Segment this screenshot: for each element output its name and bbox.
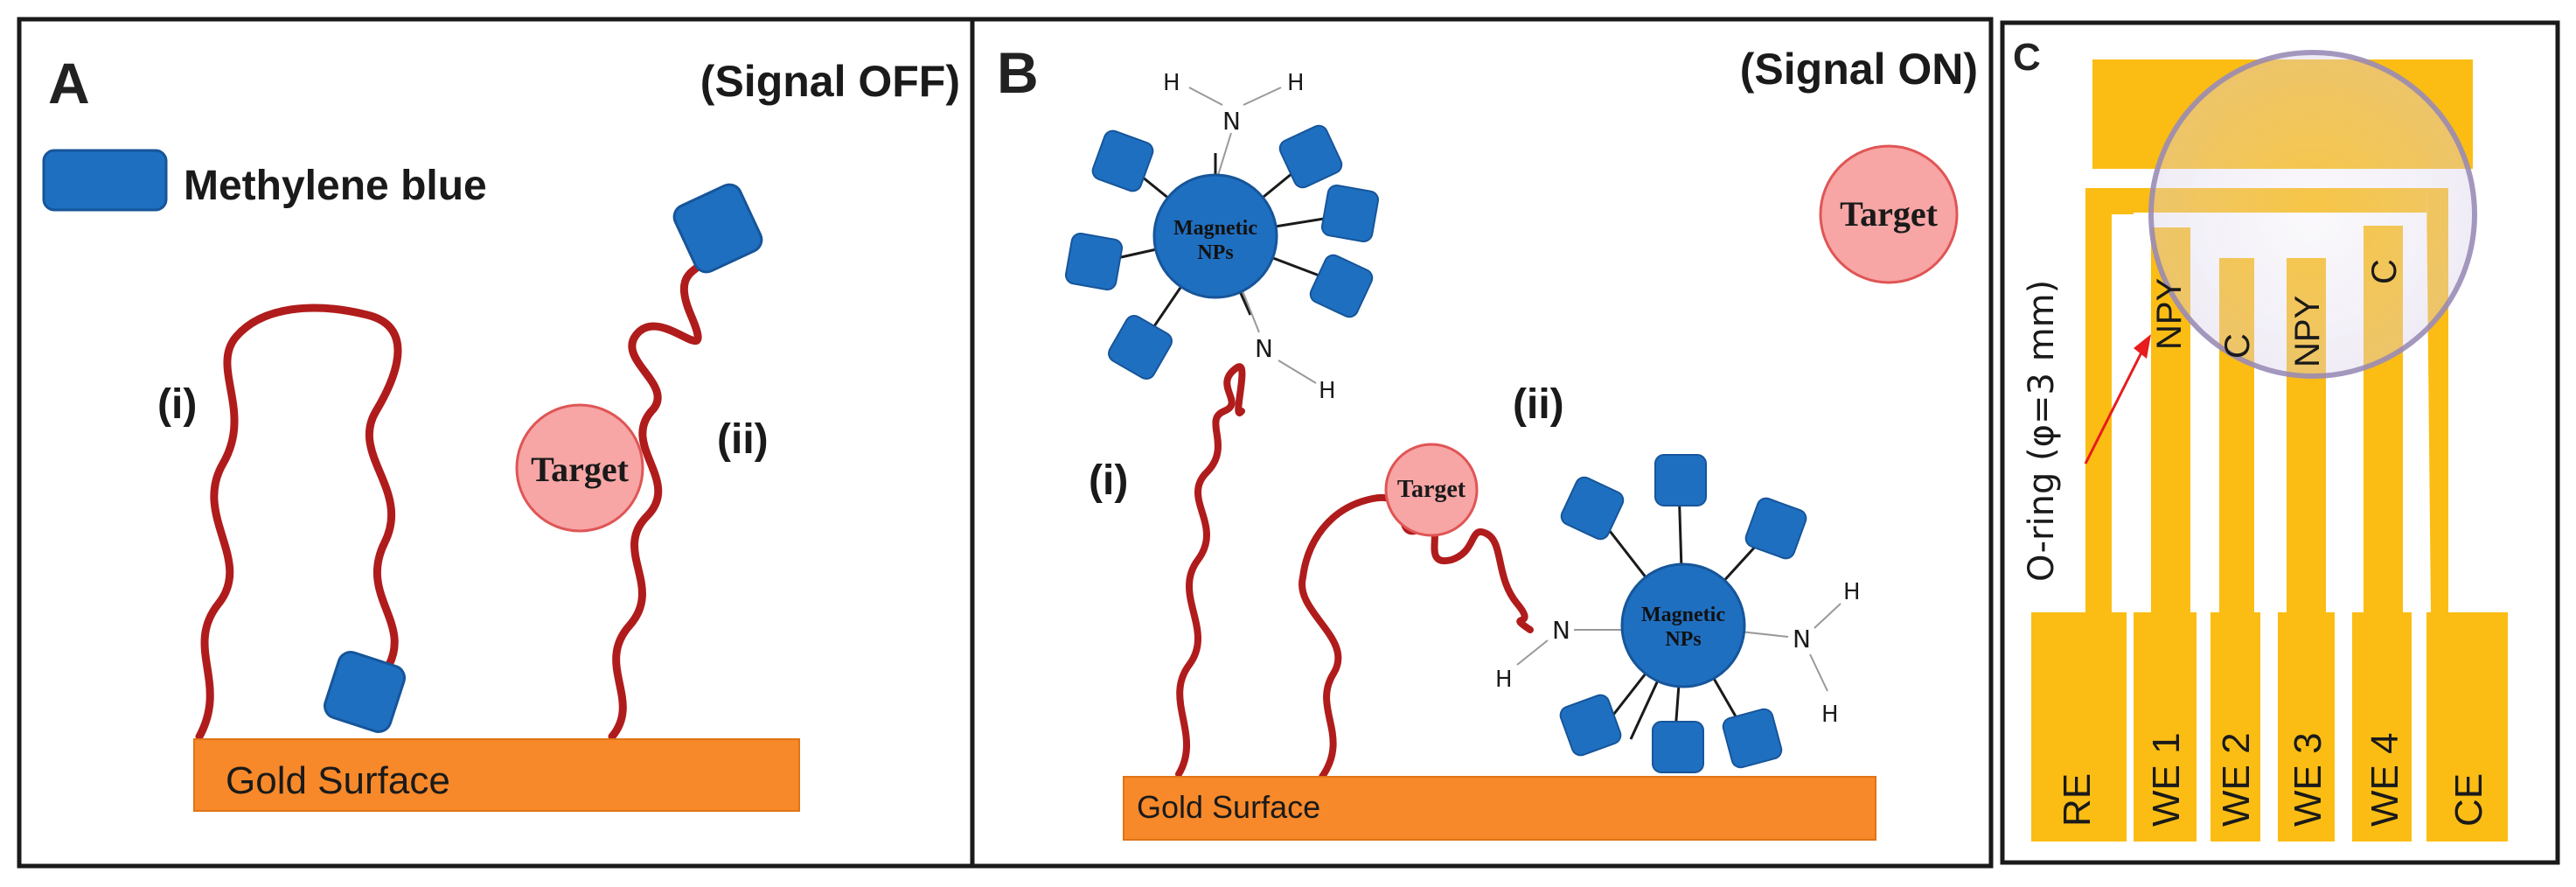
np-1-n-bond-bottom [1241, 288, 1260, 333]
panel-a: A (Signal OFF) Methylene blue Target (i)… [17, 17, 975, 869]
panel-a-strand-ii [608, 232, 711, 741]
np-1-atom-h-right: H [1287, 70, 1305, 96]
np-2-core [1620, 562, 1746, 688]
np-2-h-bond-top [1814, 603, 1841, 629]
np-2-atom-h-bottom: H [1821, 702, 1839, 728]
panel-a-label-ii: (ii) [717, 416, 769, 463]
panel-a-methylene-blue-i [323, 650, 407, 734]
np-2-atom-h-top: H [1843, 579, 1861, 605]
electrode-we2 [2210, 258, 2260, 842]
electrode-label-we3: WE 3 [2287, 732, 2329, 827]
panel-b-target-bound-label: Target [1397, 476, 1466, 503]
panel-b-letter: B [997, 40, 1039, 105]
methylene-blue-legend-icon [42, 149, 168, 212]
panel-a-frame [17, 17, 975, 869]
electrode-we1 [2134, 227, 2197, 842]
np-1-h-bond-left [1188, 87, 1223, 106]
top-label-npy-2: NPY [2288, 296, 2327, 367]
panel-b-state-label: (Signal ON) [1740, 45, 1978, 94]
np-2-label-line2: NPs [1665, 628, 1701, 651]
panel-b-gold-surface [1123, 776, 1876, 841]
panel-b-label-ii: (ii) [1513, 381, 1564, 428]
np-2-h-bond-bottom [1809, 653, 1828, 692]
o-ring [2148, 50, 2477, 379]
o-ring-arrow [2084, 345, 2147, 464]
panel-b-target-free-label: Target [1840, 194, 1939, 234]
o-ring-arrowhead [2134, 334, 2151, 359]
methylene-blue-legend-label: Methylene blue [184, 163, 487, 209]
np-2-atom-n-right: N [1793, 625, 1811, 653]
np-1-mb-1 [1091, 129, 1154, 192]
electrode-label-we4: WE 4 [2364, 732, 2406, 827]
np-1-mb-5 [1320, 184, 1380, 243]
panel-c-letter: C [2013, 36, 2041, 79]
np-2-label-line1: Magnetic [1641, 604, 1725, 626]
magnetic-np-2: N H N H H Magnetic NPs [1495, 454, 1861, 773]
panel-a-state-label: (Signal OFF) [700, 57, 960, 106]
panel-a-gold-surface [193, 738, 800, 812]
np-1-h-bond-right [1243, 87, 1282, 106]
np-2-atom-n-left: N [1552, 616, 1570, 645]
panel-a-gold-surface-label: Gold Surface [226, 759, 450, 802]
np-1-mb-3 [1108, 315, 1173, 380]
electrode-label-re: RE [2056, 773, 2099, 827]
electrode-label-we1: WE 1 [2145, 732, 2188, 827]
panel-b-target-free-circle [1819, 144, 1959, 284]
electrode-we4 [2352, 226, 2412, 842]
top-label-c-1: C [2218, 333, 2257, 359]
np-2-atom-h-left: H [1495, 667, 1513, 693]
np-1-atom-h-left: H [1163, 70, 1180, 96]
panel-a-methylene-blue-ii [672, 183, 763, 274]
np-1-mb-2 [1064, 232, 1124, 291]
np-1-label-line1: Magnetic [1173, 217, 1257, 240]
np-2-mb-3 [1744, 497, 1807, 560]
electrode-label-we2: WE 2 [2215, 732, 2258, 827]
panel-b-gold-surface-label: Gold Surface [1137, 789, 1320, 825]
panel-c: C NPY C NPY C O-ring (φ=3 mm) RE WE 1 WE… [2000, 20, 2560, 865]
np-2-mb-6 [1722, 708, 1783, 769]
o-ring-label: O-ring (φ=3 mm) [2022, 280, 2062, 582]
electrode-label-ce: CE [2447, 773, 2490, 827]
np-1-atom-n-top: N [1222, 107, 1241, 136]
electrode-we3 [2278, 258, 2335, 842]
panel-b-target-bound-circle [1384, 443, 1479, 537]
np-1-h-bond-bottom [1278, 360, 1317, 384]
panel-a-letter: A [48, 51, 90, 115]
np-2-h-bond-left [1516, 639, 1549, 666]
np-2-mb-1 [1560, 476, 1625, 541]
np-1-atom-n-bottom: N [1255, 334, 1273, 363]
top-label-npy-1: NPY [2150, 278, 2189, 350]
magnetic-np-1: N H H N H Magnetic NPs [1064, 70, 1380, 404]
panel-a-strand-i [195, 304, 402, 741]
np-2-n-bond-right [1739, 631, 1789, 638]
np-1-atom-h-bottom: H [1319, 378, 1336, 404]
panel-a-target-circle [515, 403, 644, 533]
electrode-re [2031, 188, 2134, 842]
np-1-mb-6 [1309, 254, 1374, 318]
panel-b-label-i: (i) [1089, 457, 1128, 504]
np-2-mb-4 [1559, 694, 1622, 757]
np-1-mb-4 [1278, 124, 1343, 189]
panel-b: B (Signal ON) N H [970, 17, 1994, 869]
np-1-core [1152, 173, 1278, 299]
top-label-c-2: C [2365, 259, 2404, 284]
np-2-mb-5 [1652, 721, 1704, 773]
np-1-label-line2: NPs [1197, 241, 1233, 264]
panel-b-strand-i [1175, 363, 1246, 778]
panel-a-target-label: Target [531, 450, 630, 489]
np-2-mb-2 [1654, 454, 1707, 506]
electrode-ce [2426, 188, 2508, 842]
panel-a-label-i: (i) [157, 381, 197, 428]
